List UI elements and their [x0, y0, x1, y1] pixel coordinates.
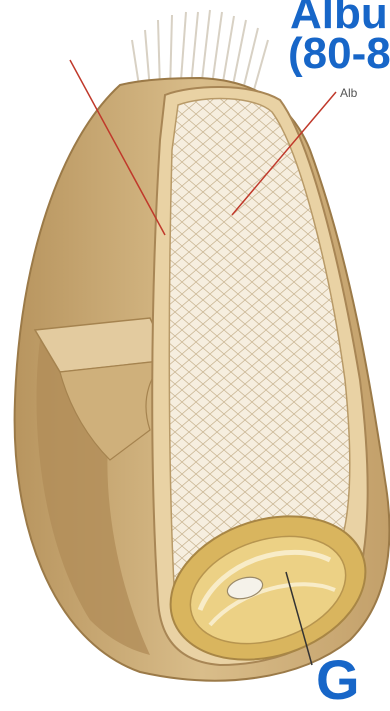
label-germ: G [316, 652, 360, 708]
label-albumen-line2: (80-8 [288, 32, 390, 76]
label-small-tag: Alb [340, 86, 357, 100]
